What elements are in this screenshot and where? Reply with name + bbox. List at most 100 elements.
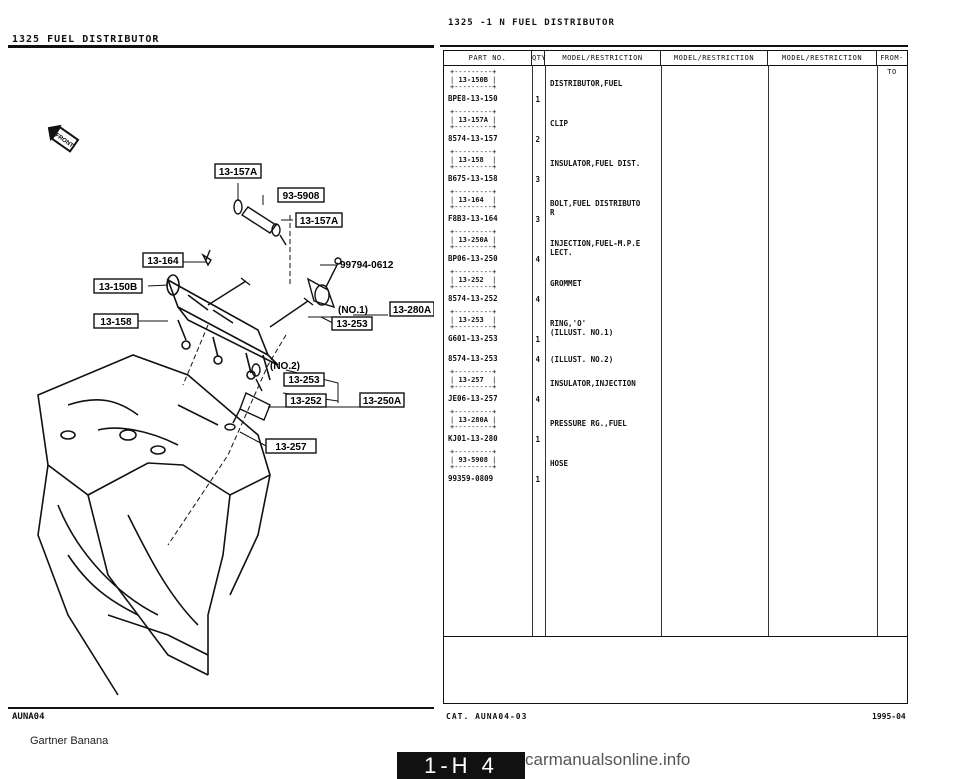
col-header-model-2: MODEL/RESTRICTION (661, 51, 768, 65)
callout-99794-0612: 99794-0612 (340, 260, 394, 271)
callout-93-5908: 93-5908 (277, 187, 325, 203)
part-description: INJECTION,FUEL-M.P.E LECT. (550, 239, 641, 257)
callout-13-157A-mid: 13-157A (295, 212, 343, 228)
part-ref-box: +---------+ | 13-157A | +---------+ (450, 108, 497, 131)
right-header-rule (440, 45, 908, 47)
svg-text:13-253: 13-253 (288, 375, 320, 386)
left-page-code: AUNA04 (12, 712, 45, 722)
table-bottom-separator (444, 636, 907, 637)
part-qty: 4 (535, 295, 540, 304)
callout-13-253-bottom: 13-253 (283, 372, 325, 387)
svg-text:93-5908: 93-5908 (283, 191, 320, 202)
part-description: DISTRIBUTOR,FUEL (550, 79, 623, 88)
svg-text:13-250A: 13-250A (363, 396, 401, 407)
part-ref-box: +---------+ | 13-280A | +---------+ (450, 408, 497, 431)
callout-13-253-top: 13-253 (331, 316, 373, 331)
part-number: 8574-13-252 (448, 294, 498, 303)
catalog-number: CAT. AUNA04-03 (446, 712, 528, 721)
callout-13-250A: 13-250A (359, 392, 405, 408)
callout-13-158: 13-158 (93, 313, 139, 329)
hose-and-clips (233, 199, 287, 246)
svg-text:(NO.1): (NO.1) (338, 305, 368, 316)
part-number: F8B3-13-164 (448, 214, 498, 223)
col-header-model-3: MODEL/RESTRICTION (768, 51, 877, 65)
catalog-date: 1995-04 (872, 712, 906, 721)
left-page-header: 1325 FUEL DISTRIBUTOR (12, 34, 160, 45)
distributor-bolts (201, 249, 314, 328)
part-number: 8574-13-253 (448, 354, 498, 363)
part-ref-box: +---------+ | 13-253 | +---------+ (450, 308, 497, 331)
part-number: 8574-13-157 (448, 134, 498, 143)
svg-text:13-253: 13-253 (336, 319, 368, 330)
part-qty: 1 (535, 435, 540, 444)
left-footer-rule (8, 707, 434, 709)
part-description: GROMMET (550, 279, 582, 288)
part-description: (ILLUST. NO.2) (550, 355, 614, 364)
svg-text:13-158: 13-158 (100, 317, 132, 328)
left-header-rule (8, 45, 434, 48)
fuel-rail (166, 274, 279, 381)
part-description: INSULATOR,INJECTION (550, 379, 636, 388)
part-number: KJ01-13-280 (448, 434, 498, 443)
callout-13-252: 13-252 (285, 393, 327, 408)
svg-text:13-164: 13-164 (147, 256, 179, 267)
part-ref-box: +---------+ | 13-257 | +---------+ (450, 368, 497, 391)
parts-table: PART NO. QTY MODEL/RESTRICTION MODEL/RES… (443, 50, 908, 704)
fuel-distributor-diagram: FRONT (37, 124, 434, 696)
svg-text:99794-0612: 99794-0612 (340, 260, 394, 271)
svg-text:13-257: 13-257 (275, 442, 307, 453)
col-header-qty: QTY (532, 51, 546, 65)
page-badge: 1-H 4 (397, 752, 525, 779)
part-number: BPE8-13-150 (448, 94, 498, 103)
part-qty: 3 (535, 215, 540, 224)
part-number: JE06-13-257 (448, 394, 498, 403)
svg-text:(NO.2): (NO.2) (270, 361, 300, 372)
part-qty: 4 (535, 395, 540, 404)
part-ref-box: +---------+ | 13-150B | +---------+ (450, 68, 497, 91)
part-description: RING,'O' (ILLUST. NO.1) (550, 319, 614, 337)
part-description: BOLT,FUEL DISTRIBUTO R (550, 199, 641, 217)
svg-text:13-157A: 13-157A (300, 216, 338, 227)
col-divider (877, 65, 878, 636)
col-divider (532, 65, 533, 636)
part-description: HOSE (550, 459, 569, 468)
part-number: BP06-13-250 (448, 254, 498, 263)
front-arrow-icon: FRONT (47, 124, 80, 153)
fuel-injector (224, 363, 271, 431)
callout-13-150B: 13-150B (93, 278, 143, 294)
footer-caption: Gartner Banana (30, 735, 109, 747)
col-header-model-1: MODEL/RESTRICTION (545, 51, 661, 65)
part-number: G601-13-253 (448, 334, 498, 343)
col-header-from-to: FROM-TO (880, 54, 904, 76)
part-description: CLIP (550, 119, 569, 128)
site-watermark: carmanualsonline.info (525, 750, 691, 769)
col-divider (768, 65, 769, 636)
pressure-regulator (306, 257, 342, 309)
col-divider (661, 65, 662, 636)
part-qty: 4 (535, 355, 540, 364)
col-divider (545, 65, 546, 636)
callout-13-157A-top: 13-157A (214, 163, 262, 179)
part-ref-box: +---------+ | 13-250A | +---------+ (450, 228, 497, 251)
part-number: B675-13-158 (448, 174, 498, 183)
header-separator (444, 65, 907, 66)
part-qty: 4 (535, 255, 540, 264)
part-ref-box: +---------+ | 93-5908 | +---------+ (450, 448, 497, 471)
part-description: INSULATOR,FUEL DIST. (550, 159, 641, 168)
svg-text:13-280A: 13-280A (393, 305, 431, 316)
part-qty: 1 (535, 95, 540, 104)
part-qty: 3 (535, 175, 540, 184)
right-page-header: 1325 -1 N FUEL DISTRIBUTOR (448, 18, 615, 28)
svg-text:13-252: 13-252 (290, 396, 322, 407)
part-number: 99359-0809 (448, 474, 494, 483)
part-qty: 1 (535, 475, 540, 484)
svg-text:13-150B: 13-150B (99, 282, 137, 293)
part-ref-box: +---------+ | 13-164 | +---------+ (450, 188, 497, 211)
part-ref-box: +---------+ | 13-158 | +---------+ (450, 148, 497, 171)
callout-13-164: 13-164 (142, 252, 184, 268)
callout-no1: (NO.1) (338, 305, 368, 316)
part-qty: 1 (535, 335, 540, 344)
callout-no2: (NO.2) (270, 361, 300, 372)
part-description: PRESSURE RG.,FUEL (550, 419, 627, 428)
callout-13-280A: 13-280A (389, 301, 434, 317)
